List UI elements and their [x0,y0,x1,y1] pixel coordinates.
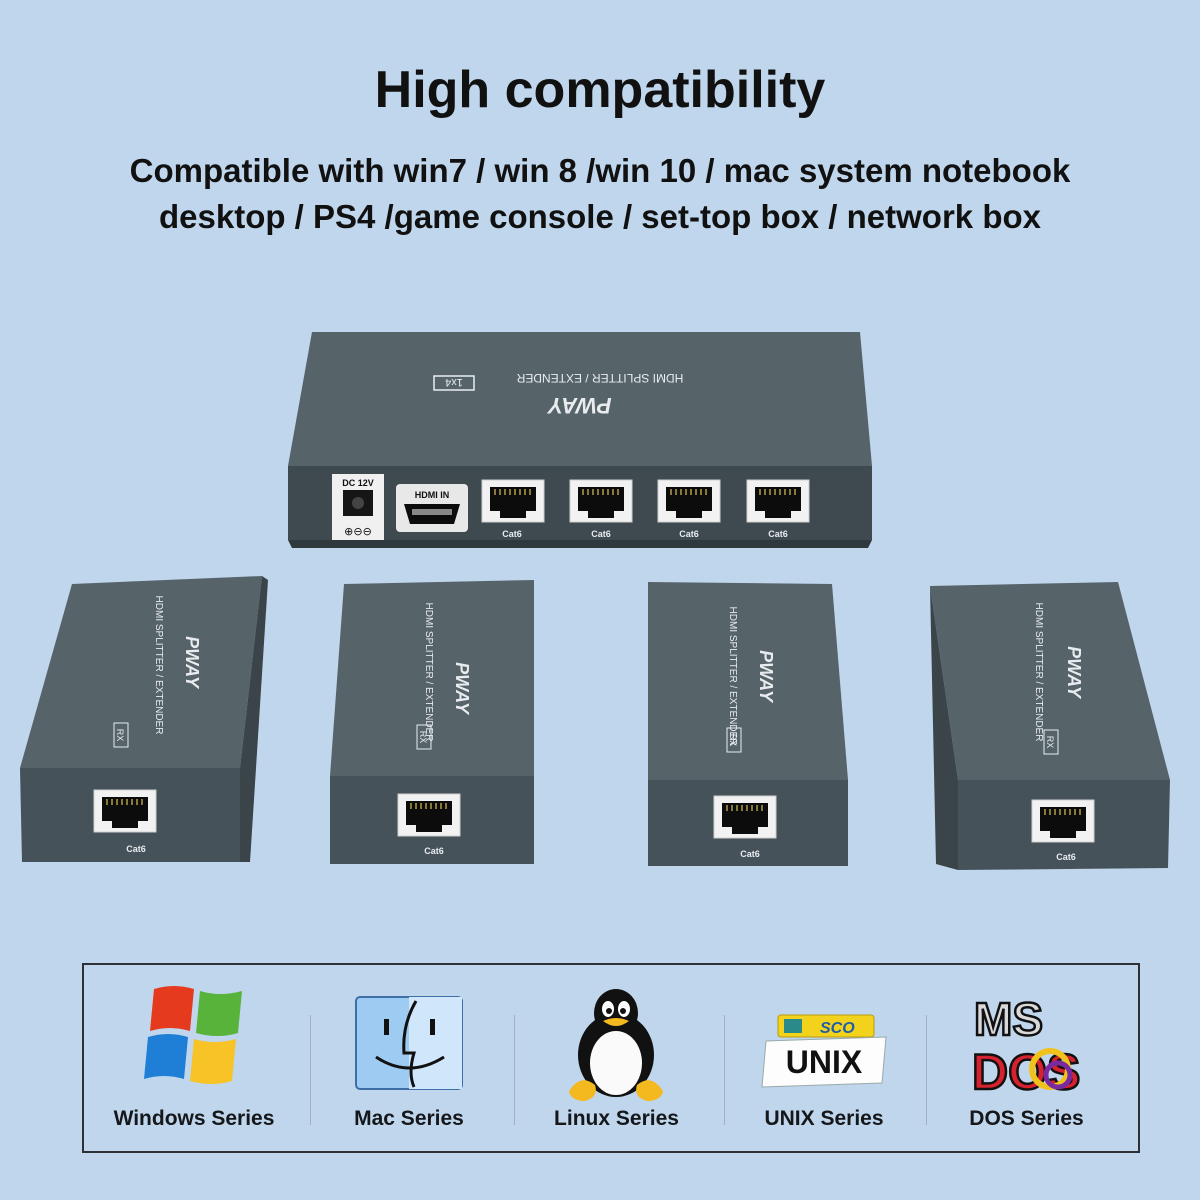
dc-power-jack: DC 12V ⊕⊖⊖ [332,474,384,540]
os-item-dos: MS DOS DOS Series [934,965,1119,1151]
transmitter-device: PWAY HDMI SPLITTER / EXTENDER 1x4 DC 12V… [288,332,872,548]
svg-text:Cat6: Cat6 [768,529,788,539]
transmitter-badge: 1x4 [433,375,475,391]
transmitter-cat6-port-1: Cat6 [481,479,545,539]
hdmi-in-port: HDMI IN [396,484,468,532]
receiver-device-2: PWAY HDMI SPLITTER / EXTENDER RX Cat6 [330,580,534,864]
linux-tux-icon [569,989,663,1101]
receiver-1-model: HDMI SPLITTER / EXTENDER [153,596,164,735]
compatibility-line-1: Compatible with win7 / win 8 /win 10 / m… [129,152,1071,189]
transmitter-cat6-port-3: Cat6 [657,479,721,539]
os-label-windows: Windows Series [113,1107,275,1130]
os-label-mac: Mac Series [354,1107,464,1130]
os-label-linux: Linux Series [554,1107,679,1130]
svg-text:Cat6: Cat6 [126,844,146,854]
receiver-3-cat6-port [713,795,777,839]
transmitter-cat6-port-2: Cat6 [569,479,633,539]
os-label-unix: UNIX Series [764,1107,884,1130]
receiver-3-model: HDMI SPLITTER / EXTENDER [727,607,738,746]
svg-text:RX: RX [728,734,738,747]
os-label-dos: DOS Series [969,1107,1084,1130]
os-item-windows: Windows Series [104,965,284,1151]
receiver-2-model: HDMI SPLITTER / EXTENDER [423,603,434,742]
svg-text:Cat6: Cat6 [1056,852,1076,862]
svg-text:RX: RX [115,729,125,742]
transmitter-cat6-port-4: Cat6 [746,479,810,539]
svg-text:MS: MS [974,993,1043,1045]
transmitter-brand-logo: PWAY [546,393,611,418]
svg-text:Cat6: Cat6 [679,529,699,539]
svg-text:Cat6: Cat6 [591,529,611,539]
receiver-1-brand: PWAY [182,636,202,690]
svg-text:DOS: DOS [972,1044,1080,1097]
receiver-3-brand: PWAY [756,650,776,704]
svg-text:Cat6: Cat6 [740,849,760,859]
svg-text:⊕⊖⊖: ⊕⊖⊖ [344,526,372,538]
svg-text:1x4: 1x4 [445,376,463,388]
receiver-2-brand: PWAY [452,662,472,716]
receiver-4-cat6-port [1031,799,1095,843]
svg-text:UNIX: UNIX [786,1044,863,1080]
receiver-4-brand: PWAY [1064,646,1084,700]
ms-dos-icon: MS DOS [971,992,1082,1097]
svg-text:SCO: SCO [820,1020,855,1037]
receiver-device-3: PWAY HDMI SPLITTER / EXTENDER RX Cat6 [648,582,848,866]
os-item-mac: Mac Series [324,965,494,1151]
mac-finder-icon [355,996,463,1090]
divider [310,1015,311,1125]
divider [926,1015,927,1125]
receiver-2-cat6-port [397,793,461,837]
os-item-linux: Linux Series [529,965,704,1151]
compatibility-line-2: desktop / PS4 /game console / set-top bo… [158,198,1041,235]
headline: High compatibility [374,61,826,119]
receiver-device-1: PWAY HDMI SPLITTER / EXTENDER RX Cat6 [20,576,268,862]
transmitter-model-text: HDMI SPLITTER / EXTENDER [516,371,683,385]
receiver-device-4: PWAY HDMI SPLITTER / EXTENDER RX Cat6 [930,582,1170,870]
divider [514,1015,515,1125]
divider [724,1015,725,1125]
svg-text:HDMI IN: HDMI IN [415,490,450,500]
svg-text:Cat6: Cat6 [424,846,444,856]
sco-unix-icon: SCO UNIX [761,1014,887,1088]
windows-logo-icon [144,986,242,1084]
os-compatibility-panel: Windows Series Mac Series [82,963,1140,1153]
svg-text:RX: RX [418,731,428,744]
receiver-4-model: HDMI SPLITTER / EXTENDER [1033,603,1044,742]
devices-illustration: PWAY HDMI SPLITTER / EXTENDER 1x4 DC 12V… [20,332,1170,870]
receiver-1-cat6-port [93,789,157,833]
os-item-unix: SCO UNIX UNIX Series [734,965,914,1151]
svg-text:Cat6: Cat6 [502,529,522,539]
svg-text:RX: RX [1045,736,1055,749]
svg-text:DC 12V: DC 12V [342,478,374,488]
